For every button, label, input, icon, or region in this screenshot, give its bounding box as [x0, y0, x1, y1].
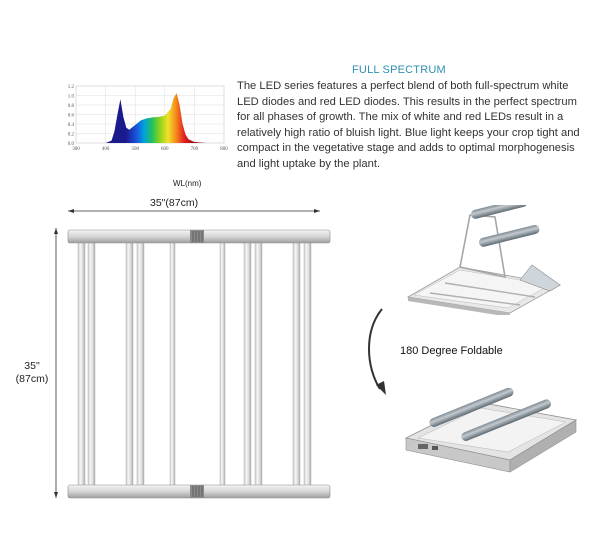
fixture-front-view: [67, 229, 331, 499]
y-tick-label: 0.0: [68, 142, 75, 147]
x-tick-label: 300: [72, 147, 80, 152]
connector-port: [418, 444, 428, 449]
section-title: FULL SPECTRUM: [352, 64, 446, 76]
x-axis-label: WL(nm): [173, 179, 202, 188]
folding-arm: [459, 214, 506, 279]
y-tick-label: 0.4: [68, 123, 75, 128]
y-tick-label: 0.2: [68, 132, 75, 137]
led-tube-top: [470, 205, 528, 219]
y-tick-label: 1.2: [68, 85, 75, 90]
x-tick-label: 800: [220, 147, 228, 152]
led-tube-front: [429, 388, 514, 427]
height-label: 35" (87cm): [12, 360, 52, 386]
fixture-folded-view: [404, 388, 578, 473]
x-tick-label: 700: [191, 147, 199, 152]
spectrum-area: [105, 93, 207, 143]
foldable-label: 180 Degree Foldable: [400, 345, 503, 357]
y-tick-label: 1.0: [68, 94, 75, 99]
x-tick-label: 600: [161, 147, 169, 152]
width-label: 35"(87cm): [150, 197, 199, 209]
x-tick-label: 400: [102, 147, 110, 152]
x-tick-label: 500: [131, 147, 139, 152]
x-ticks: 300 400 500 600 700 800: [72, 147, 228, 152]
height-label-cm: (87cm): [15, 373, 49, 385]
led-tube-middle: [478, 224, 540, 247]
y-tick-label: 0.6: [68, 113, 75, 118]
height-label-inches: 35": [24, 360, 40, 372]
spectrum-chart: 0.0 0.2 0.4 0.6 0.8 1.0 1.2 300 400 500 600 700 800: [68, 85, 228, 152]
y-tick-label: 0.8: [68, 104, 75, 109]
y-ticks: 0.0 0.2 0.4 0.6 0.8 1.0 1.2: [68, 85, 75, 147]
width-dimension-line: [68, 209, 320, 213]
led-bars: [77, 241, 312, 487]
bottom-hinge: [190, 485, 204, 498]
description-text: The LED series features a perfect blend …: [237, 80, 580, 170]
fixture-unfolded-view: [406, 205, 562, 315]
led-tube-rear: [461, 399, 552, 441]
height-dimension-line: [54, 228, 58, 498]
curved-arrow-icon: [368, 308, 386, 395]
top-hinge: [190, 230, 204, 243]
